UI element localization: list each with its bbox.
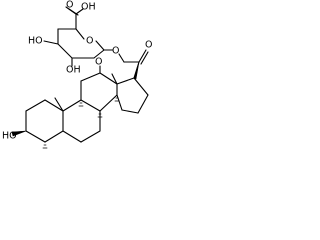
- c3-hydroxyl-label: OH: [66, 65, 81, 76]
- carboxylic-acid: [65, 6, 84, 30]
- linker-oxygen-label: O: [112, 46, 119, 57]
- glucuronide-ring: [57, 28, 105, 59]
- wedge-bonds: [11, 61, 140, 137]
- hashed-bonds: [42, 97, 120, 149]
- steroid-ring-c: [80, 72, 118, 112]
- c11-ketone-oxygen-label: O: [95, 57, 102, 68]
- steroid-ring-a: [25, 99, 64, 143]
- steroid-ring-d: [116, 77, 149, 114]
- acid-hydroxyl-label: OH: [81, 2, 96, 13]
- acid-carbonyl-oxygen-label: O: [66, 0, 73, 11]
- c4-hydroxyl-label: HO: [28, 36, 43, 47]
- angular-methyls: [54, 73, 118, 112]
- ring-oxygen-label: O: [86, 36, 93, 47]
- c3-ho-label: HO: [2, 131, 17, 142]
- chemical-structure: O OH HO OH O O O O HO: [2, 0, 152, 149]
- ring-substituent-bonds: [43, 40, 125, 67]
- side-chain-ketone-oxygen-label: O: [145, 40, 152, 51]
